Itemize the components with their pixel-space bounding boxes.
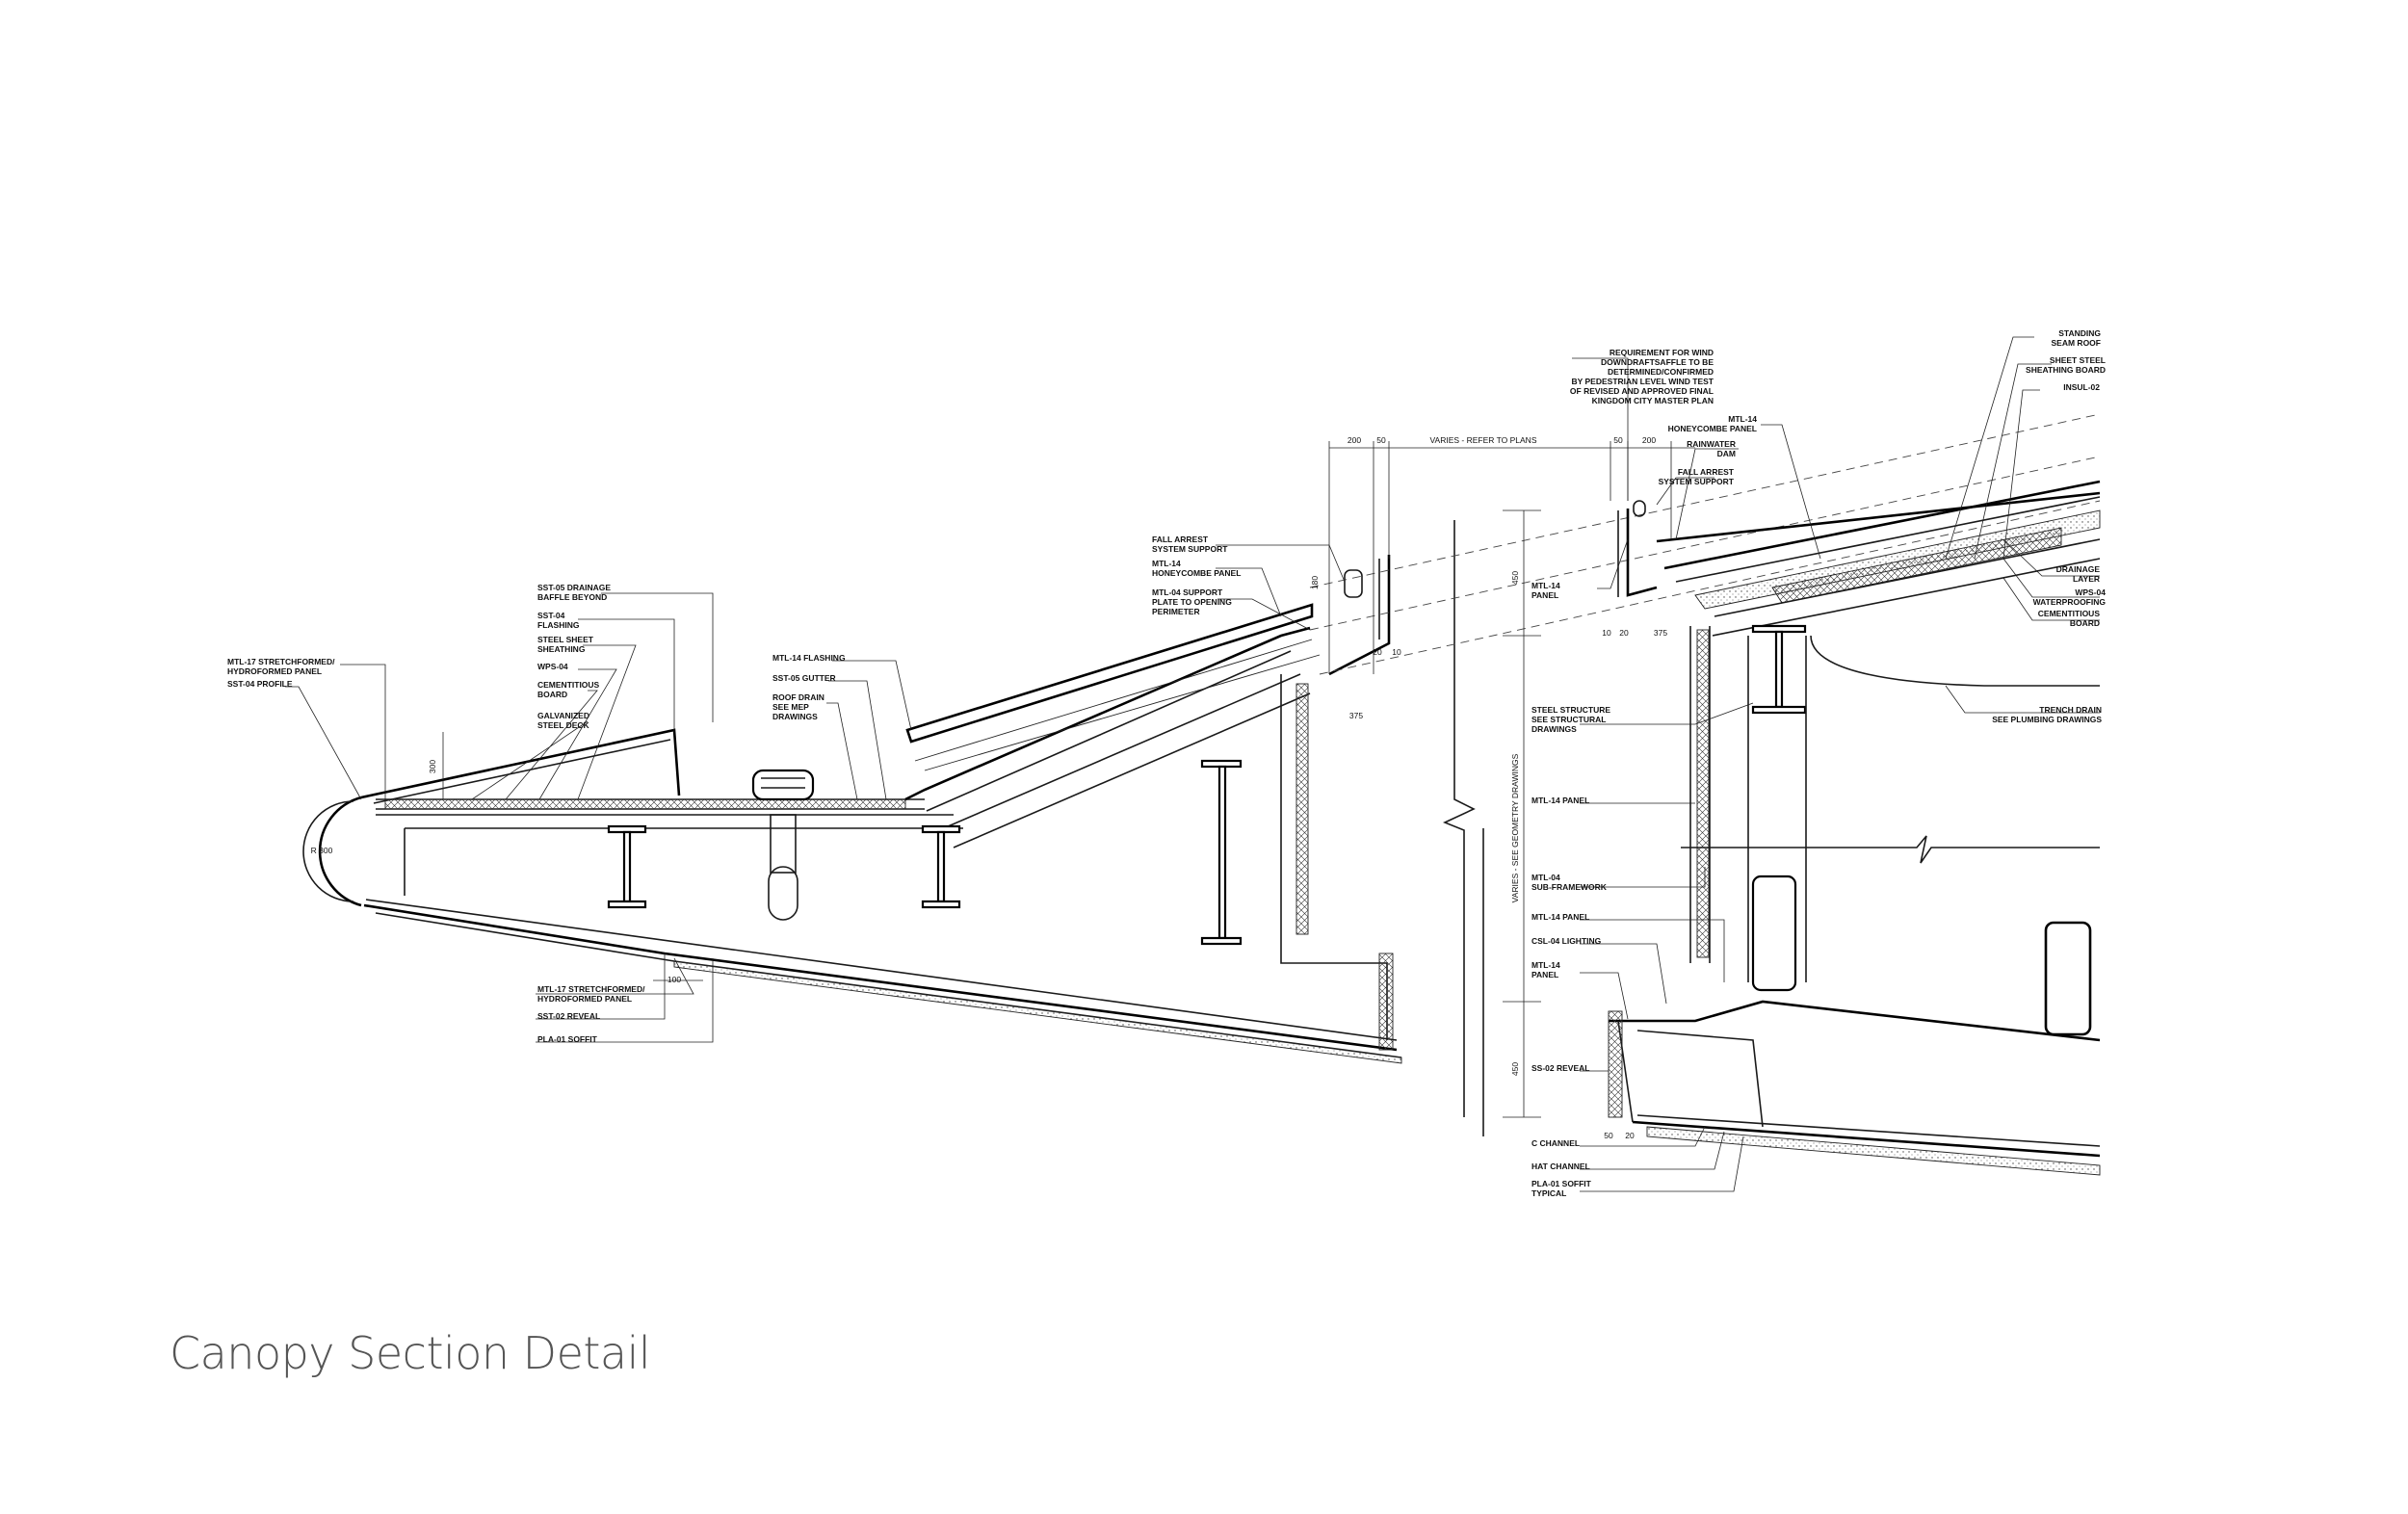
dimension-d50-right: 50 (1613, 435, 1623, 445)
dimension-d20-bottom: 20 (1625, 1131, 1635, 1140)
annotation-mtl14-flashing: MTL-14 FLASHING (772, 653, 846, 663)
dimension-d50-left: 50 (1376, 435, 1386, 445)
dimension-d10-b: 10 (1602, 628, 1611, 638)
annotation-csl04-lighting: CSL-04 LIGHTING (1531, 936, 1602, 946)
annotation-mtl17-bottom: MTL-17 STRETCHFORMED/HYDROFORMED PANEL (537, 984, 645, 1004)
annotation-hat-channel: HAT CHANNEL (1531, 1162, 1590, 1171)
leader-lines (285, 336, 2100, 1192)
dimension-r300: R 300 (311, 846, 333, 855)
annotation-mtl14-panel-c: MTL-14 PANEL (1531, 912, 1589, 922)
drawing-title: Canopy Section Detail (170, 1327, 651, 1379)
dimension-lines (442, 441, 1695, 1118)
dimension-d20-a: 20 (1373, 647, 1382, 657)
projection-line-1 (1309, 413, 2101, 588)
projection-line-2 (1309, 456, 2101, 631)
annotation-mtl14-panel-b: MTL-14 PANEL (1531, 796, 1589, 805)
annotation-sst02-reveal: SST-02 REVEAL (537, 1011, 600, 1021)
steel-column-right (1751, 624, 1807, 715)
dimension-d450-top: 450 (1510, 571, 1520, 585)
dimension-d300: 300 (428, 760, 437, 773)
dimension-d20-b: 20 (1619, 628, 1629, 638)
break-line (1442, 520, 1484, 1136)
trench-drain-box (2044, 921, 2092, 1036)
dimension-d200-right: 200 (1642, 435, 1656, 445)
steel-column (1200, 759, 1243, 946)
steel-beam-2 (921, 824, 961, 909)
roof-drain (751, 769, 815, 801)
right-column-detail (1608, 480, 2101, 1176)
nose-radius (318, 796, 362, 907)
dimension-d375-right: 375 (1654, 628, 1667, 638)
projection-line-3 (1319, 500, 2101, 675)
dimension-d200-left: 200 (1348, 435, 1361, 445)
annotation-mtl17-top: MTL-17 STRETCHFORMED/HYDROFORMED PANEL (227, 657, 335, 676)
annotation-c-channel: C CHANNEL (1531, 1138, 1580, 1148)
dimension-labels: 200 50 VARIES - REFER TO PLANS 50 200 180 20 10… (311, 435, 1668, 1140)
annotation-pla01-soffit: PLA-01 SOFFIT (537, 1034, 598, 1044)
steel-beam-1 (607, 824, 647, 909)
dimension-d100: 100 (667, 975, 681, 984)
dimension-d450-bottom: 450 (1510, 1062, 1520, 1076)
annotation-sst04-profile: SST-04 PROFILE (227, 679, 293, 689)
annotation-insul02: INSUL-02 (2063, 382, 2100, 392)
dimension-d375-left: 375 (1349, 711, 1363, 720)
annotation-sst05-gutter: SST-05 GUTTER (772, 673, 836, 683)
dimension-d50-bottom: 50 (1604, 1131, 1613, 1140)
dimension-d180: 180 (1310, 576, 1320, 589)
dimension-d10-a: 10 (1392, 647, 1401, 657)
annotation-wps04: WPS-04 (537, 662, 568, 671)
left-canopy-detail (302, 555, 1402, 1064)
dimension-varies-geometry: VARIES - SEE GEOMETRY DRAWINGS (1510, 753, 1520, 902)
annotation-labels: MTL-17 STRETCHFORMED/HYDROFORMED PANEL SS… (227, 328, 2106, 1198)
dimension-varies-plans: VARIES - REFER TO PLANS (1429, 435, 1536, 445)
light-box (1751, 874, 1797, 992)
annotation-ss02-reveal: SS-02 REVEAL (1531, 1063, 1589, 1073)
